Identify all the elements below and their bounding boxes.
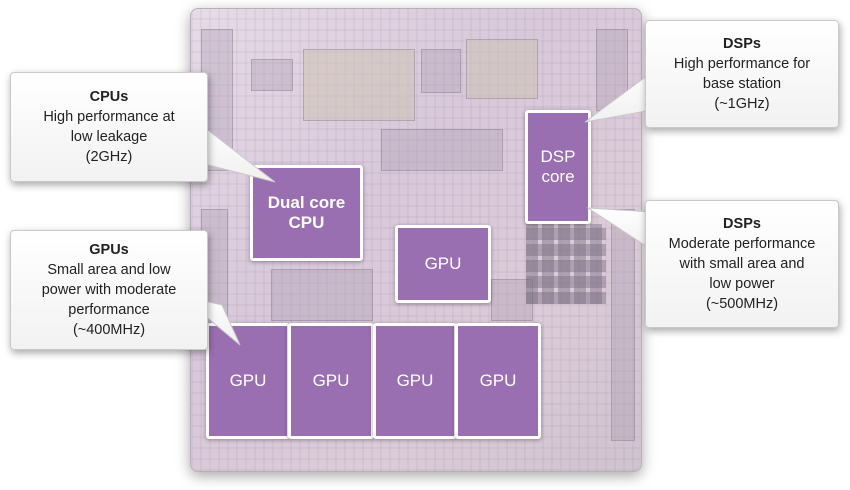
die-block bbox=[251, 59, 293, 91]
gpu-block-2: GPU bbox=[288, 323, 374, 439]
die-block bbox=[303, 49, 415, 121]
dsps-bottom-callout-pointer bbox=[586, 207, 653, 251]
die-block bbox=[271, 269, 373, 321]
dsps-top-callout-pointer bbox=[584, 71, 653, 123]
die-block bbox=[381, 129, 503, 171]
cpu-core-block: Dual core CPU bbox=[250, 165, 363, 261]
dsps-bottom-callout-body: Moderate performance with small area and… bbox=[668, 236, 816, 312]
die-block bbox=[421, 49, 461, 93]
gpu-center-block: GPU bbox=[395, 225, 491, 303]
gpu-block-4: GPU bbox=[455, 323, 541, 439]
gpu-label-1: GPU bbox=[229, 371, 267, 390]
gpus-callout-body: Small area and low power with moderate p… bbox=[41, 262, 177, 338]
gpus-callout-title: GPUs bbox=[89, 242, 129, 258]
dsp-core-block: DSP core bbox=[525, 110, 591, 224]
gpu-label-3: GPU bbox=[396, 371, 434, 390]
dsps-bottom-callout: DSPs Moderate performance with small are… bbox=[645, 200, 839, 328]
gpu-block-1: GPU bbox=[206, 323, 290, 439]
dsps-top-callout: DSPs High performance for base station (… bbox=[645, 20, 839, 128]
die-block bbox=[491, 279, 533, 321]
gpu-center-label: GPU bbox=[424, 254, 462, 273]
cpus-callout-title: CPUs bbox=[89, 89, 129, 105]
cpus-callout-body: High performance at low leakage (2GHz) bbox=[43, 109, 175, 165]
gpu-label-4: GPU bbox=[479, 371, 517, 390]
dsps-bottom-callout-title: DSPs bbox=[723, 216, 761, 232]
dsps-top-callout-body: High performance for base station (~1GHz… bbox=[673, 56, 811, 112]
dsp-core-label: DSP core bbox=[540, 147, 576, 186]
gpus-callout: GPUs Small area and low power with moder… bbox=[10, 230, 208, 350]
die-memory-array bbox=[526, 224, 606, 304]
cpus-callout: CPUs High performance at low leakage (2G… bbox=[10, 72, 208, 182]
die-block bbox=[466, 39, 538, 99]
dsps-top-callout-title: DSPs bbox=[723, 36, 761, 52]
cpu-core-label: Dual core CPU bbox=[267, 193, 346, 232]
gpu-label-2: GPU bbox=[312, 371, 350, 390]
die-block bbox=[611, 209, 635, 441]
